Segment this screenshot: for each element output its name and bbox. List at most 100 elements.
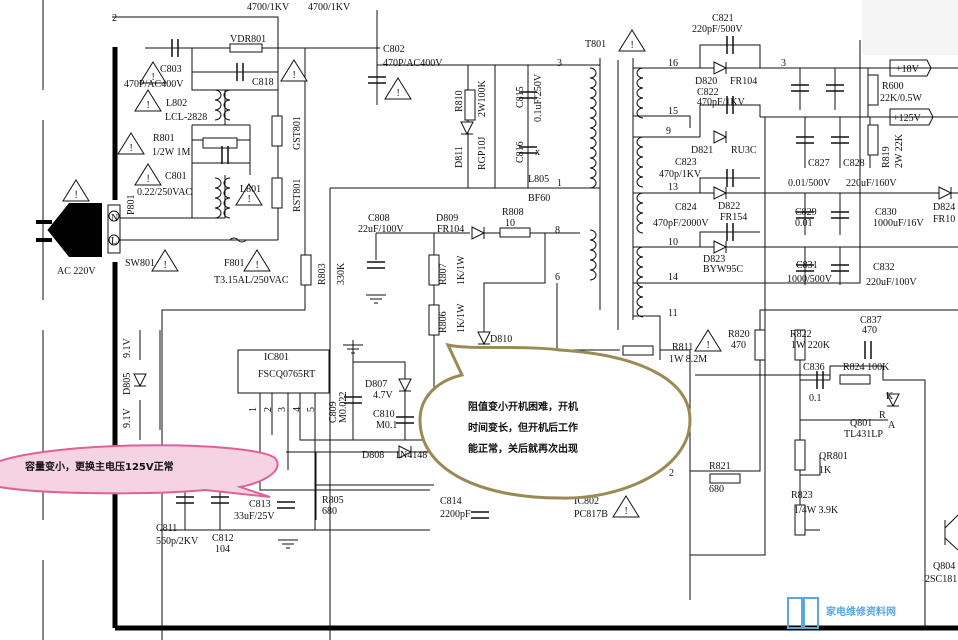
r822-ref: R822	[790, 329, 812, 340]
watermark-logo: 家电维修资料网	[787, 597, 896, 629]
c813-value: 33uF/25V	[234, 511, 275, 522]
ic801-body	[237, 349, 330, 394]
d811-ref: D811	[454, 146, 465, 168]
r821-value: 680	[709, 484, 724, 495]
r806-ref: R806	[438, 311, 449, 333]
diode-symbol	[133, 373, 147, 388]
c831-ref: C831	[796, 260, 818, 271]
ic-pin: 3	[277, 407, 288, 412]
r810-ref: R810	[454, 90, 465, 112]
r820-ref: R820	[728, 329, 750, 340]
pin-label: 2	[669, 468, 674, 479]
inductor-coil	[636, 136, 644, 188]
resistor-symbol	[300, 254, 312, 286]
resistor-symbol	[839, 374, 871, 385]
c809-value: M0.022	[338, 392, 349, 423]
resistor-symbol	[794, 504, 806, 536]
c803-ref: C803	[160, 64, 182, 75]
c821-value: 220pF/500V	[692, 24, 743, 35]
diode-symbol	[886, 393, 900, 408]
capacitor-symbol	[864, 341, 872, 359]
resistor-symbol	[271, 177, 283, 209]
c809-ref: C809	[328, 401, 339, 423]
r808-value: 10	[505, 218, 515, 229]
c810-ref: C810	[373, 409, 395, 420]
warning-mark: !	[256, 260, 259, 271]
d807-ref: D807	[365, 379, 387, 390]
cap-value: 4700/1KV	[308, 2, 351, 13]
t801-ref: T801	[585, 39, 606, 50]
components: !!!!!!!!!!!!!	[36, 29, 958, 551]
d824-value: FR10	[933, 214, 955, 225]
ic-pin: 5	[306, 407, 317, 412]
c827-value: 0.01/500V	[788, 178, 831, 189]
inductor-coil	[589, 67, 597, 189]
warning-mark: !	[625, 506, 628, 517]
capacitor-symbol	[519, 91, 537, 99]
pin-label: 10	[668, 237, 678, 248]
capacitor-symbol	[211, 496, 229, 504]
ic801-value: FSCQ0765RT	[258, 369, 315, 380]
output-18v-label: +18V	[896, 64, 920, 75]
pin-label: 6	[555, 272, 560, 283]
sw801-ref: SW801	[125, 258, 155, 269]
l802-ref: L802	[166, 98, 187, 109]
callout-resistor-line: 时间变长，但开机后工作	[468, 421, 578, 434]
l802-value: LCL-2828	[165, 112, 207, 123]
diode-symbol	[713, 186, 728, 200]
inductor-coil	[636, 67, 644, 119]
pin-label: 3	[557, 58, 562, 69]
transistor-symbol	[944, 514, 958, 551]
diode-symbol	[713, 61, 728, 75]
pin-label: 15	[668, 106, 678, 117]
warning-icon	[243, 249, 271, 272]
l805-ref: L805	[528, 174, 549, 185]
d805-value: 9.1V	[122, 338, 133, 359]
c821-ref: C821	[712, 13, 734, 24]
ground-icon	[343, 344, 363, 354]
r823-ref: R823	[791, 490, 813, 501]
resistor-symbol	[867, 74, 879, 106]
resistor-symbol	[229, 43, 263, 53]
r823-value: 1/4W 3.9K	[794, 505, 839, 516]
warning-mark: !	[75, 190, 78, 201]
ic801-ref: IC801	[264, 352, 289, 363]
capacitor-symbol	[519, 146, 537, 154]
c816-ref: C816	[515, 141, 526, 163]
d820-ref: D820	[695, 76, 717, 87]
inductor-coil	[223, 89, 231, 121]
watermark-text: 家电维修资料网	[826, 605, 896, 618]
c822-value: 470pF/1KV	[697, 97, 746, 108]
c828-ref: C828	[843, 158, 865, 169]
q801-value: TL431LP	[844, 429, 883, 440]
resistor-symbol	[202, 137, 238, 149]
c824-ref: C824	[675, 202, 697, 213]
capacitor-symbol	[726, 36, 734, 54]
pin-label: 2	[112, 13, 117, 24]
resistor-symbol	[794, 439, 806, 471]
c836-ref: C836	[803, 362, 825, 373]
qr801-ref: QR801	[819, 451, 848, 462]
r805-value: 680	[322, 506, 337, 517]
r810-value: 2W100K	[477, 80, 488, 117]
warning-mark: !	[397, 88, 400, 99]
r811-ref: R811	[672, 342, 693, 353]
diode-symbol	[938, 186, 953, 200]
cap-value: 4700/1KV	[247, 2, 290, 13]
c813-ref: C813	[249, 499, 271, 510]
c830-ref: C830	[875, 207, 897, 218]
warning-icon	[151, 249, 179, 272]
c827-ref: C827	[808, 158, 830, 169]
warning-mark: !	[130, 143, 133, 154]
warning-icon	[280, 59, 308, 82]
capacitor-symbol	[171, 39, 179, 57]
c829-value: 0.01	[795, 218, 813, 229]
pin-label: 16	[668, 58, 678, 69]
l805-value: BF60	[528, 193, 550, 204]
f801-ref: F801	[224, 258, 245, 269]
tl431-a: A	[888, 420, 896, 431]
c812-value: 104	[215, 544, 230, 555]
capacitor-symbol	[831, 211, 849, 219]
callout-capacitor: 容量变小，更换主电压125V正常	[0, 444, 279, 498]
capacitor-symbol	[796, 136, 814, 144]
